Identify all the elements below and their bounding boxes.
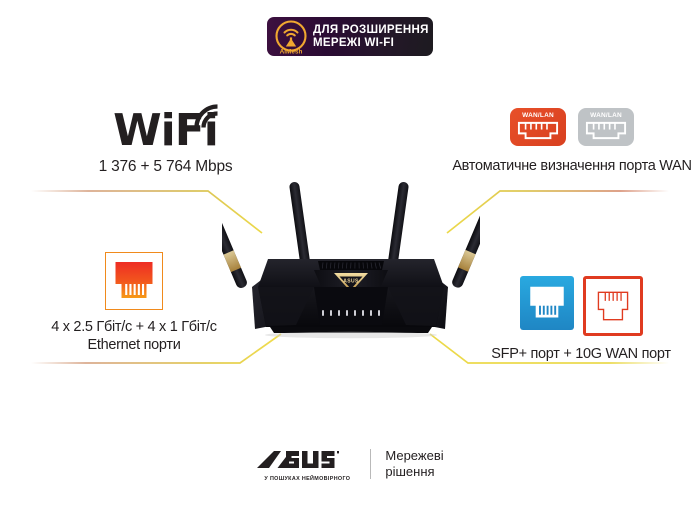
aimesh-badge-text: ДЛЯ РОЗШИРЕННЯ МЕРЕЖІ WI-FI <box>313 24 429 50</box>
aimesh-badge-line1: ДЛЯ РОЗШИРЕННЯ <box>313 23 429 36</box>
aimesh-badge: AiMesh ДЛЯ РОЗШИРЕННЯ МЕРЕЖІ WI-FI <box>267 17 433 56</box>
router-shadow <box>265 331 437 339</box>
wifi-speed: 1 376 + 5 764 Mbps <box>98 158 233 175</box>
footer-branding: У ПОШУКАХ НЕЙМОВІРНОГО Мережеві рішення <box>0 440 700 488</box>
asus-division: Мережеві рішення <box>385 448 443 480</box>
feature-ethernet: 4 x 2.5 Гбіт/с + 4 x 1 Гбіт/с Ethernet п… <box>36 252 232 354</box>
rj45-port-icon <box>105 252 163 310</box>
feature-sfp-10g: SFP+ порт + 10G WAN порт <box>466 276 696 362</box>
router-vent-slots <box>321 262 382 269</box>
router-base <box>270 327 432 333</box>
aimesh-badge-line2: МЕРЕЖІ WI-FI <box>313 36 395 49</box>
aimesh-logo-label: AiMesh <box>280 48 303 55</box>
10g-wan-port-icon <box>582 276 643 336</box>
wifi-title-group: WiFi <box>113 104 219 154</box>
aimesh-logo-icon: AiMesh <box>272 18 310 56</box>
wan-caption: Автоматичне визначення порта WAN <box>452 158 692 174</box>
router-led-indicators <box>322 310 380 316</box>
asus-triangle-logo: ASUS <box>334 273 368 292</box>
svg-text:ASUS: ASUS <box>343 279 359 285</box>
asus-logo: У ПОШУКАХ НЕЙМОВІРНОГО <box>256 447 356 482</box>
wifi-signal-icon <box>194 104 218 128</box>
wan-lan-port-active-icon: WAN/LAN <box>510 108 566 146</box>
asus-wifi-router-product-photo: ASUS <box>222 181 480 339</box>
wan-lan-active-label: WAN/LAN <box>522 111 554 119</box>
asus-tagline: У ПОШУКАХ НЕЙМОВІРНОГО <box>264 476 351 482</box>
wan-lan-idle-label: WAN/LAN <box>590 111 622 119</box>
wan-icon-group: WAN/LAN WAN/LAN <box>452 108 692 146</box>
sfp-plus-port-icon <box>519 276 574 330</box>
ethernet-caption-line1: 4 x 2.5 Гбіт/с + 4 x 1 Гбіт/с <box>51 319 217 335</box>
feature-wifi: WiFi 1 376 + 5 764 Mbps <box>58 104 273 176</box>
leader-line-wan <box>446 190 669 234</box>
feature-wan-autodetect: WAN/LAN WAN/LAN <box>452 108 692 174</box>
ethernet-caption-line2: Ethernet порти <box>87 337 181 353</box>
sfp-caption: SFP+ порт + 10G WAN порт <box>491 346 671 362</box>
asus-division-line2: рішення <box>385 464 435 479</box>
wan-lan-port-idle-icon: WAN/LAN <box>578 108 634 146</box>
asus-division-line1: Мережеві <box>385 448 444 463</box>
ethernet-caption: 4 x 2.5 Гбіт/с + 4 x 1 Гбіт/с Ethernet п… <box>36 318 232 354</box>
footer-divider <box>370 449 372 479</box>
sfp-icon-group <box>466 276 696 336</box>
